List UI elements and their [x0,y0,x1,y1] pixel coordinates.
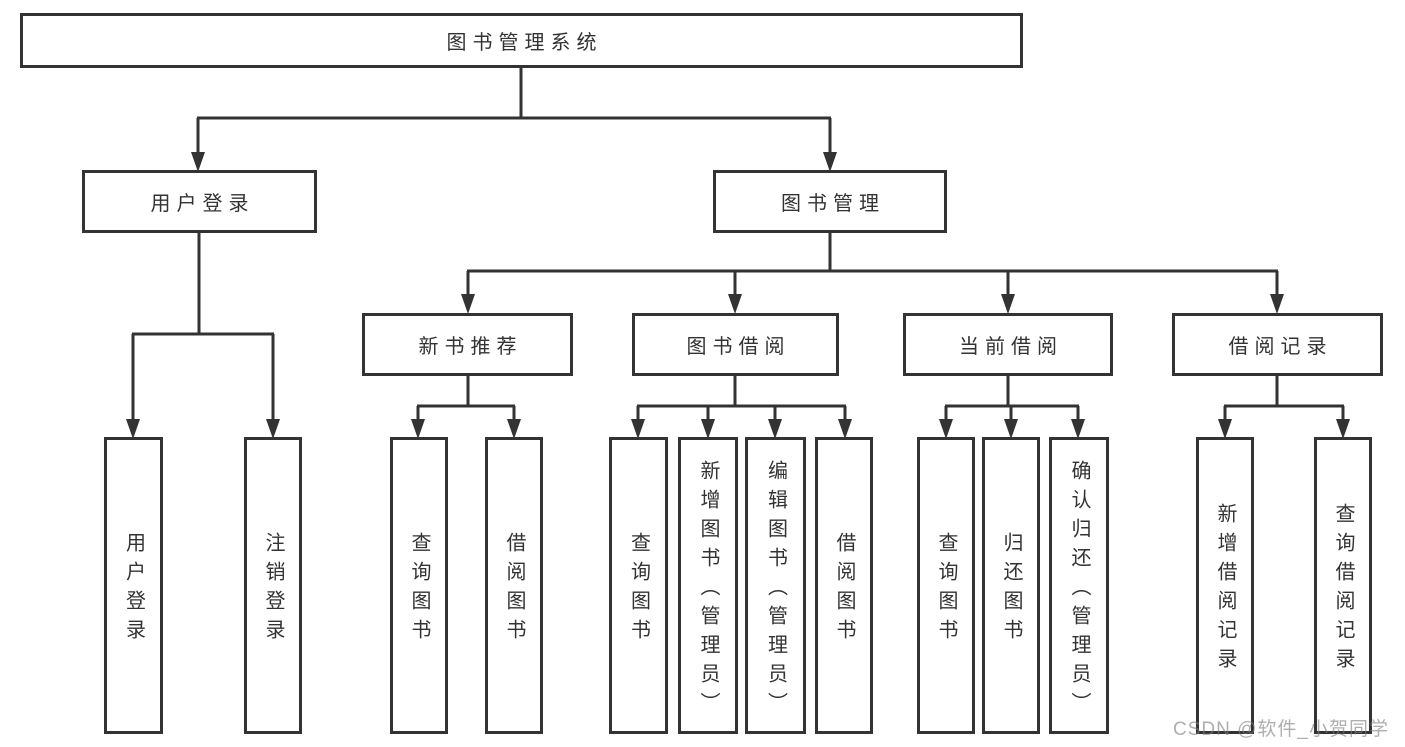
arrowhead-icon [838,419,852,439]
leaf-query-books-borrowing: 查询图书 [609,437,668,734]
arrowhead-icon [507,419,521,439]
node-user-login-branch: 用户登录 [82,170,317,233]
arrowhead-icon [1336,419,1350,439]
arrowhead-icon [191,152,205,172]
leaf-label: 借阅图书 [833,532,855,648]
arrowhead-icon [126,419,140,439]
node-borrowing-records: 借阅记录 [1172,313,1383,376]
arrowhead-icon [701,419,715,439]
connector-lines [131,68,1345,421]
leaf-label: 新增借阅记录 [1214,503,1236,677]
leaf-query-books-current: 查询图书 [917,437,975,734]
arrowhead-icon [461,294,475,314]
arrowhead-icon [631,419,645,439]
arrowhead-icon [1270,294,1284,314]
arrowhead-icon [939,419,953,439]
arrowhead-icon [768,419,782,439]
leaf-label: 用户登录 [122,532,145,648]
node-library-management-system: 图书管理系统 [20,13,1023,68]
arrowhead-icon [1071,419,1085,439]
arrowhead-icon [728,294,742,314]
node-book-management-branch: 图书管理 [713,170,947,233]
leaf-label: 注销登录 [262,532,284,648]
leaf-user-login: 用户登录 [104,437,163,734]
leaf-query-books-recommend: 查询图书 [390,437,448,734]
leaf-label: 新增图书（管理员） [697,459,719,721]
arrowhead-icon [266,419,280,439]
arrowhead-icon [1218,419,1232,439]
arrowhead-icon [823,152,837,172]
leaf-borrow-books-recommend: 借阅图书 [485,437,543,734]
arrowhead-icon [1004,419,1018,439]
leaf-label: 编辑图书（管理员） [764,459,787,721]
leaf-add-borrow-record: 新增借阅记录 [1196,437,1254,734]
leaf-edit-books-admin: 编辑图书（管理员） [745,437,806,734]
leaf-label: 确认归还（管理员） [1068,459,1090,721]
leaf-return-books: 归还图书 [982,437,1040,734]
node-current-borrowing: 当前借阅 [903,313,1113,376]
leaf-confirm-return-admin: 确认归还（管理员） [1049,437,1109,734]
node-new-book-recommendation: 新书推荐 [362,313,573,376]
leaf-label: 借阅图书 [503,532,525,648]
leaf-query-borrow-record: 查询借阅记录 [1314,437,1372,734]
leaf-add-books-admin: 新增图书（管理员） [678,437,738,734]
leaf-logout: 注销登录 [244,437,302,734]
csdn-watermark: CSDN @软件_小贺同学 [1173,719,1389,740]
leaf-label: 查询图书 [408,532,430,648]
leaf-borrow-books: 借阅图书 [815,437,873,734]
arrowheads [126,152,1350,439]
node-book-borrowing: 图书借阅 [632,313,839,376]
leaf-label: 查询借阅记录 [1332,503,1354,677]
leaf-label: 归还图书 [1000,532,1022,648]
leaf-label: 查询图书 [935,532,957,648]
arrowhead-icon [1001,294,1015,314]
leaf-label: 查询图书 [627,532,650,648]
arrowhead-icon [411,419,425,439]
